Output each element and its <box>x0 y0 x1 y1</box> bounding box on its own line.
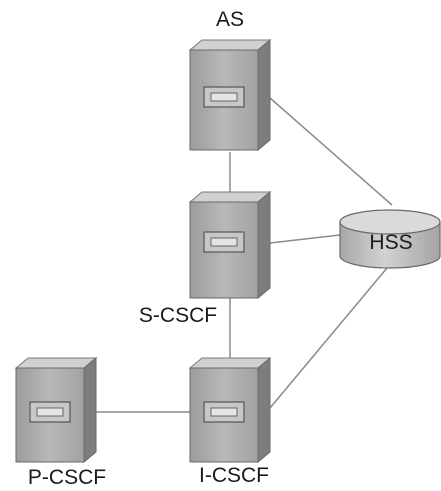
server-top-face <box>14 357 98 369</box>
server-panel-slot <box>210 92 238 102</box>
server-side-face <box>83 356 97 464</box>
server-top-face <box>188 357 272 369</box>
server-top-face <box>188 191 272 203</box>
database-body <box>339 221 441 269</box>
label-as: AS <box>216 8 244 31</box>
database-hss <box>339 209 441 269</box>
connection-lines <box>96 97 393 413</box>
node-labels: AS S-CSCF I-CSCF P-CSCF HSS <box>28 8 413 489</box>
server-side-face <box>257 38 271 152</box>
server-front-face <box>189 367 259 463</box>
server-as <box>188 38 272 152</box>
server-front-face <box>189 49 259 151</box>
server-panel-slot <box>210 407 238 417</box>
label-hss: HSS <box>369 231 412 254</box>
server-top-face <box>188 39 272 51</box>
database-top <box>339 209 441 235</box>
server-panel-slot <box>210 237 238 247</box>
server-pcscf <box>14 356 98 464</box>
server-panel-slot <box>36 407 64 417</box>
server-side-face <box>257 190 271 300</box>
link-scscf-hss <box>269 234 341 244</box>
link-as-hss <box>269 97 393 206</box>
label-scscf: S-CSCF <box>139 304 217 327</box>
label-icscf: I-CSCF <box>199 464 269 487</box>
server-scscf <box>188 190 272 300</box>
server-icscf <box>188 356 272 464</box>
label-pcscf: P-CSCF <box>28 466 106 489</box>
server-side-face <box>257 356 271 464</box>
link-icscf-hss <box>269 261 393 409</box>
